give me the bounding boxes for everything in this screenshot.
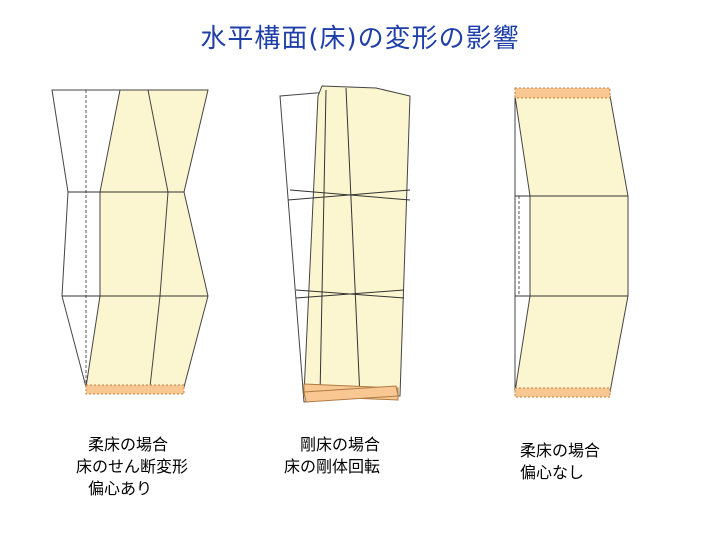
interior-column-line bbox=[345, 87, 361, 399]
caption-rigid: 剛床の場合 床の剛体回転 bbox=[284, 434, 380, 478]
caption-line: 柔床の場合 bbox=[88, 435, 169, 454]
caption-line: 偏心なし bbox=[520, 463, 585, 482]
deformed-building-shape bbox=[85, 89, 209, 388]
caption-line: 床の剛体回転 bbox=[284, 457, 381, 476]
base-floor-slab bbox=[514, 387, 611, 398]
caption-line: 剛床の場合 bbox=[300, 435, 381, 454]
caption-line: 柔床の場合 bbox=[520, 441, 601, 460]
slide-title: 水平構面(床)の変形の影響 bbox=[200, 24, 520, 54]
base-floor-slab-rotated bbox=[303, 385, 399, 403]
caption-line: 偏心あり bbox=[88, 479, 153, 498]
base-floor-slab bbox=[85, 384, 185, 395]
panel-flexible-eccentric bbox=[51, 89, 209, 395]
deformed-building-shape bbox=[514, 95, 629, 393]
roof-floor-slab bbox=[514, 87, 611, 99]
caption-flexible-no-eccentric: 柔床の場合 偏心なし bbox=[520, 440, 600, 484]
caption-flexible-eccentric: 柔床の場合 床のせん断変形 偏心あり bbox=[76, 434, 188, 500]
floor-line bbox=[289, 189, 411, 201]
floor-line bbox=[295, 289, 405, 299]
interior-column-line bbox=[319, 89, 327, 397]
rotated-building-shape bbox=[303, 85, 411, 397]
caption-line: 床のせん断変形 bbox=[76, 457, 189, 476]
panel-flexible-no-eccentric bbox=[514, 87, 629, 398]
panel-rigid bbox=[279, 85, 411, 403]
interior-column-line bbox=[147, 89, 169, 388]
